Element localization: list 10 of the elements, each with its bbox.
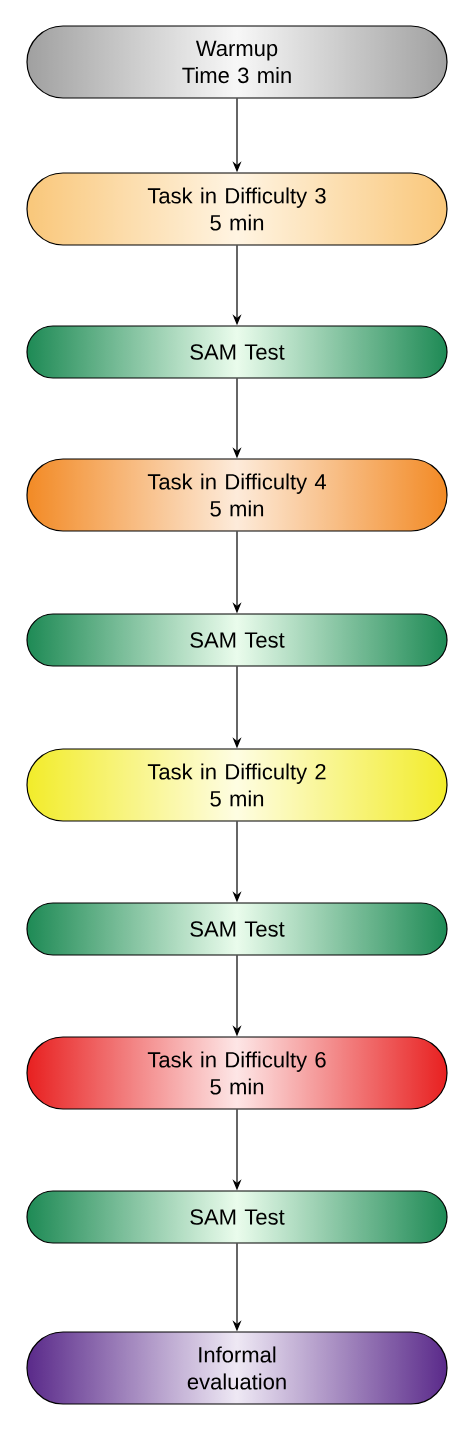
process-box: SAM Test [26, 325, 448, 379]
process-box: Task in Difficulty 6 5 min [26, 1036, 448, 1110]
process-box: Task in Difficulty 3 5 min [26, 172, 448, 246]
process-box: SAM Test [26, 613, 448, 667]
process-box: Informal evaluation [26, 1331, 448, 1405]
process-box: Task in Difficulty 4 5 min [26, 458, 448, 532]
process-box: Warmup Time 3 min [26, 25, 448, 99]
process-box: SAM Test [26, 902, 448, 956]
process-box: SAM Test [26, 1190, 448, 1244]
process-box: Task in Difficulty 2 5 min [26, 748, 448, 822]
